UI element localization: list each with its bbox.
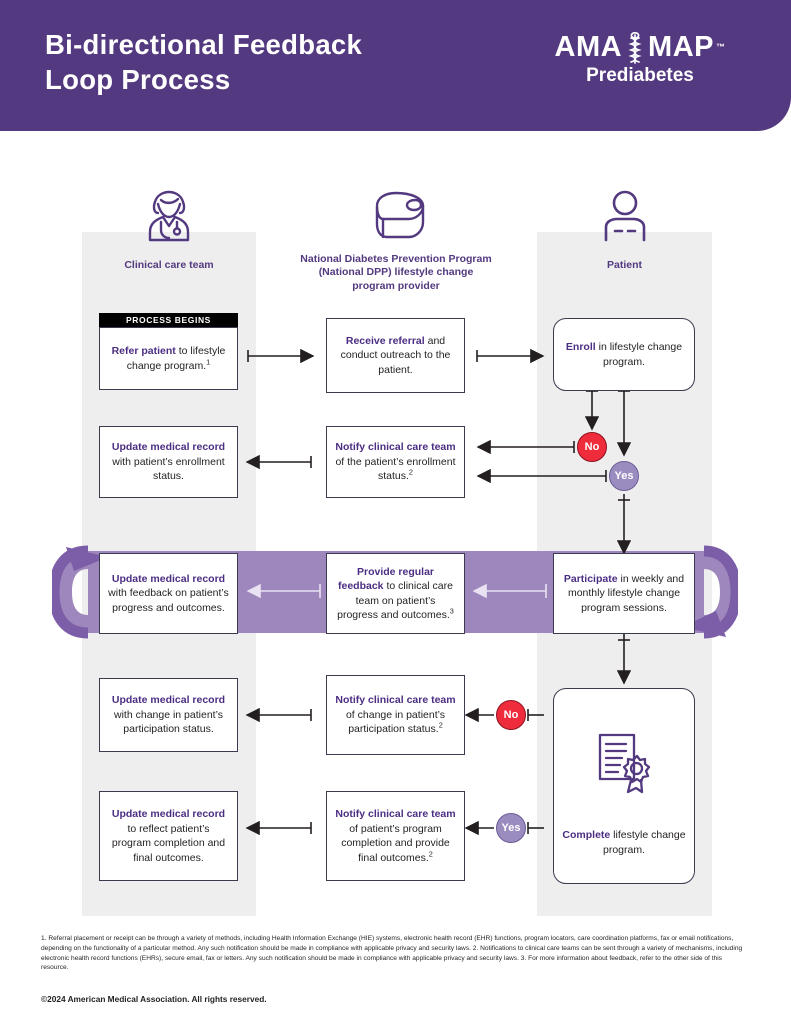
box-complete-program[interactable]: Complete lifestyle change program. xyxy=(553,688,695,884)
box-receive-referral-rest: and conduct outreach to the patient. xyxy=(340,334,451,376)
box-update-participation-rest: with change in patient’s participation s… xyxy=(114,708,223,736)
badge-no-enrollment[interactable]: No xyxy=(577,432,607,462)
box-participate-bold: Participate xyxy=(563,572,618,585)
box-update-enrollment-rest: with patient’s enrollment status. xyxy=(112,455,225,483)
box-participate-rest: in weekly and monthly lifestyle change p… xyxy=(567,572,685,614)
box-provide-feedback-bold: Provide regular feedback xyxy=(338,565,435,593)
box-update-participation-status[interactable]: Update medical record with change in pat… xyxy=(99,678,238,752)
page-title: Bi-directional Feedback Loop Process xyxy=(45,27,485,97)
badge-yes-enrollment-label: Yes xyxy=(614,470,634,482)
box-notify-enrollment-bold: Notify clinical care team xyxy=(335,441,456,454)
box-notify-enrollment-note: 2 xyxy=(408,467,414,477)
box-notify-participation-bold: Notify clinical care team xyxy=(335,694,456,707)
footnotes: 1. Referral placement or receipt can be … xyxy=(41,935,743,972)
logo-ama-text: AMA xyxy=(554,31,623,63)
box-update-feedback-rest: with feedback on patient’s progress and … xyxy=(108,587,229,614)
badge-no-participation-label: No xyxy=(503,709,519,721)
column-label-dpp-3: program provider xyxy=(352,279,440,292)
process-begins-ribbon: PROCESS BEGINS xyxy=(99,313,238,327)
page-header: Bi-directional Feedback Loop Process AMA… xyxy=(0,0,791,131)
box-update-completion-bold: Update medical record xyxy=(111,808,226,820)
box-notify-completion-rest: of patient’s program completion and prov… xyxy=(341,822,450,864)
box-enroll-bold: Enroll xyxy=(565,341,596,353)
box-complete-bold: Complete xyxy=(562,829,611,841)
column-header-clinical-care-team: Clinical care team xyxy=(82,190,256,272)
box-refer-patient[interactable]: Refer patient to lifestyle change progra… xyxy=(99,327,238,390)
box-update-feedback-bold: Update medical record xyxy=(111,572,226,585)
box-provide-feedback[interactable]: Provide regular feedback to clinical car… xyxy=(326,553,465,634)
box-provide-feedback-rest: to clinical care team on patient’s progr… xyxy=(337,580,453,621)
box-notify-enrollment-rest: of the patient’s enrollment status. xyxy=(335,455,456,483)
box-notify-participation-status[interactable]: Notify clinical care team of change in p… xyxy=(326,675,465,755)
doctor-icon xyxy=(82,190,256,253)
trademark-symbol: ™ xyxy=(716,42,726,52)
box-update-program-completion[interactable]: Update medical record to reflect patient… xyxy=(99,791,238,881)
box-refer-patient-note: 1 xyxy=(206,357,211,366)
page-title-line1: Bi-directional Feedback xyxy=(45,29,363,60)
column-label-clinical: Clinical care team xyxy=(124,258,214,271)
column-label-patient: Patient xyxy=(606,258,642,271)
badge-no-participation[interactable]: No xyxy=(496,700,526,730)
box-provide-feedback-note: 3 xyxy=(449,606,454,616)
box-refer-patient-rest: to lifestyle change program. xyxy=(126,345,226,372)
scale-icon xyxy=(283,190,509,247)
box-update-feedback[interactable]: Update medical record with feedback on p… xyxy=(99,553,238,634)
box-enroll[interactable]: Enroll in lifestyle change program. xyxy=(553,318,695,391)
box-notify-completion-note: 2 xyxy=(428,849,433,858)
feedback-loop-band xyxy=(48,541,742,651)
box-receive-referral-bold: Receive referral xyxy=(345,334,425,347)
box-notify-program-completion[interactable]: Notify clinical care team of patient’s p… xyxy=(326,791,465,881)
caduceus-icon xyxy=(624,31,646,66)
ama-map-logo: AMA MAP ™ Prediabetes xyxy=(520,30,760,106)
box-complete-rest: lifestyle change program. xyxy=(602,829,686,856)
badge-yes-enrollment[interactable]: Yes xyxy=(609,461,639,491)
copyright-notice: ©2024 American Medical Association. All … xyxy=(41,994,267,1004)
column-label-dpp-2: (National DPP) lifestyle change xyxy=(318,266,474,278)
badge-yes-completion-label: Yes xyxy=(501,822,521,834)
column-label-dpp-1: National Diabetes Prevention Program xyxy=(300,252,492,265)
column-header-dpp-provider: National Diabetes Prevention Program (Na… xyxy=(283,190,509,293)
box-notify-enrollment-status[interactable]: Notify clinical care team of the patient… xyxy=(326,426,465,498)
box-receive-referral[interactable]: Receive referral and conduct outreach to… xyxy=(326,318,465,393)
certificate-icon xyxy=(596,732,654,799)
box-update-enrollment-bold: Update medical record xyxy=(111,441,226,454)
box-notify-participation-note: 2 xyxy=(438,720,443,730)
box-enroll-rest: in lifestyle change program. xyxy=(595,341,683,368)
box-update-participation-bold: Update medical record xyxy=(111,694,226,707)
box-refer-patient-bold: Refer patient xyxy=(111,345,176,357)
column-header-patient: Patient xyxy=(537,190,712,272)
box-participate[interactable]: Participate in weekly and monthly lifest… xyxy=(553,553,695,634)
logo-map-text: MAP xyxy=(648,31,714,63)
box-notify-completion-bold: Notify clinical care team xyxy=(335,808,456,820)
badge-no-enrollment-label: No xyxy=(584,441,600,453)
box-update-completion-rest: to reflect patient’s program completion … xyxy=(111,822,226,864)
person-icon xyxy=(537,190,712,253)
box-update-enrollment-status[interactable]: Update medical record with patient’s enr… xyxy=(99,426,238,498)
logo-subtitle: Prediabetes xyxy=(586,65,694,86)
badge-yes-completion[interactable]: Yes xyxy=(496,813,526,843)
page-title-line2: Loop Process xyxy=(45,64,231,95)
box-notify-participation-rest: of change in patient’s participation sta… xyxy=(345,708,446,736)
